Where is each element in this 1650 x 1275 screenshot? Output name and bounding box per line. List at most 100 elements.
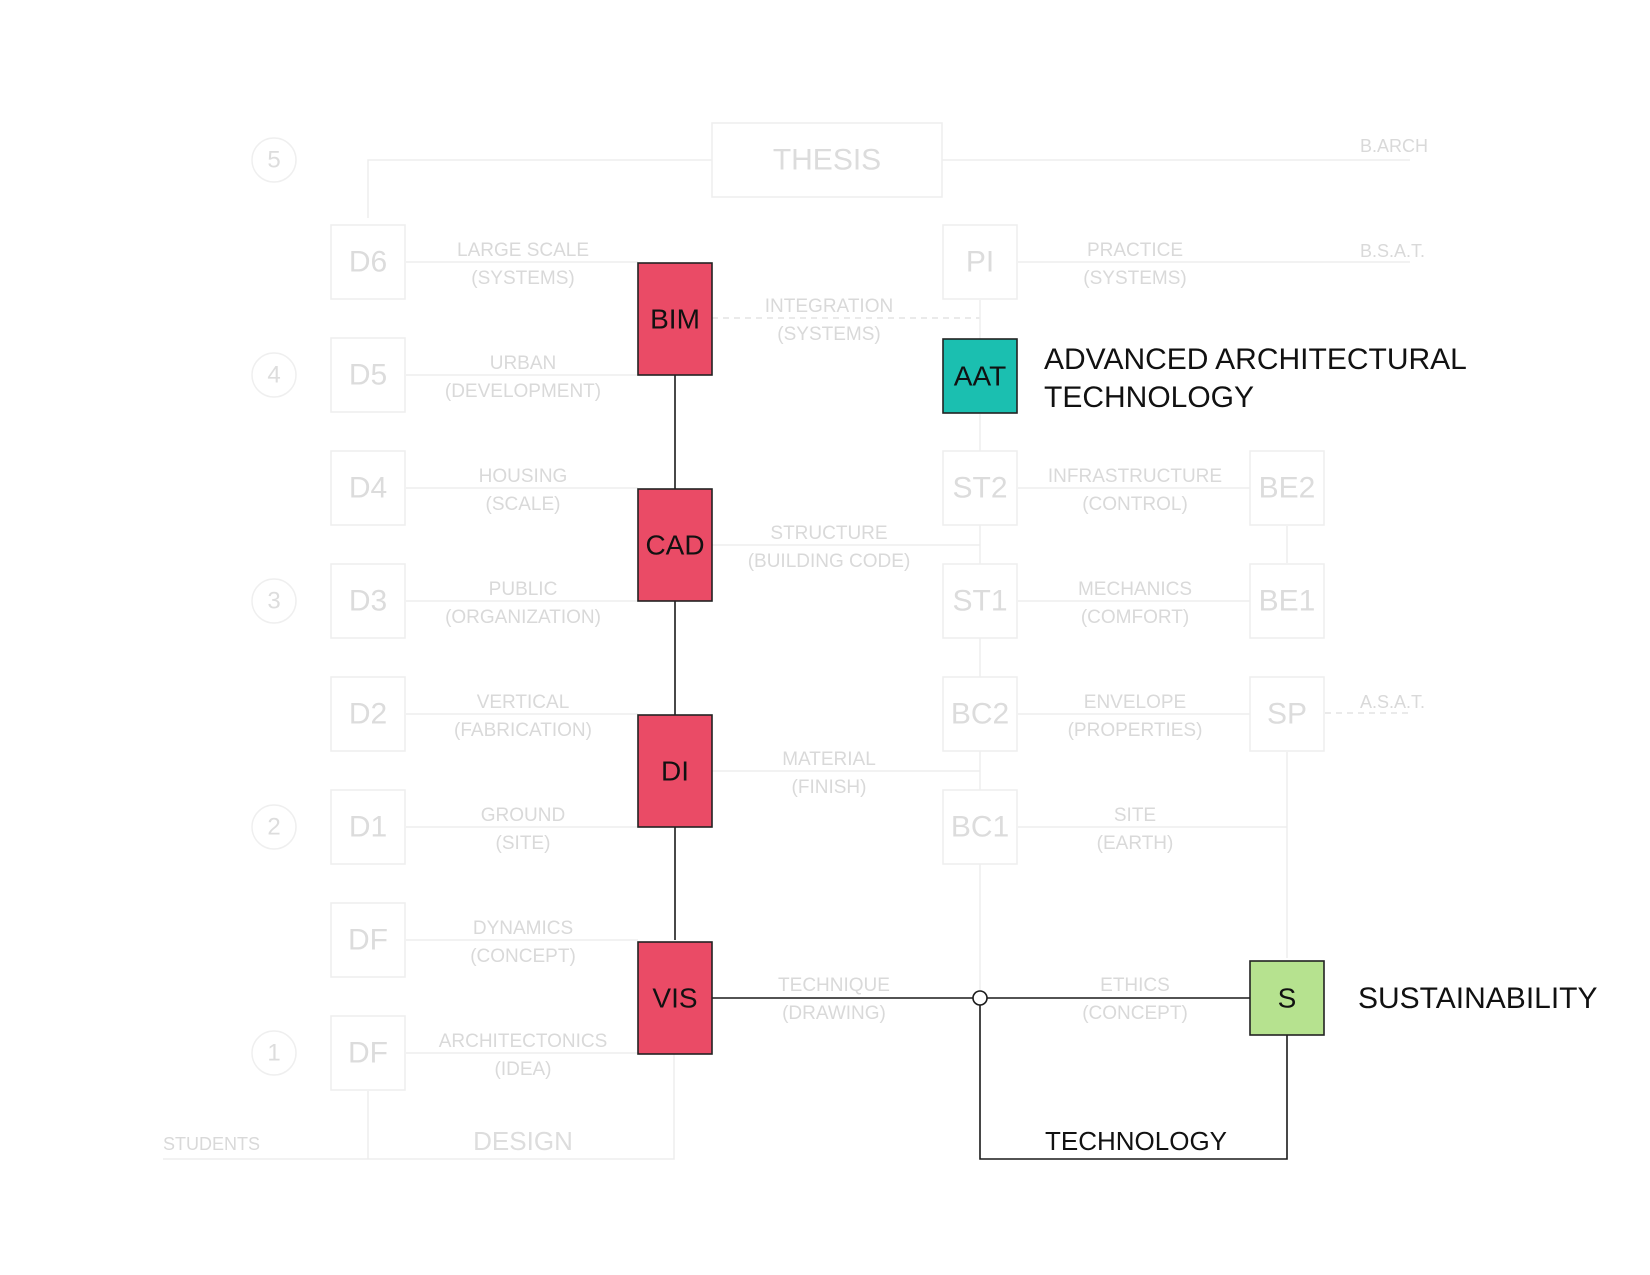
course-topic: TECHNIQUE xyxy=(778,975,890,996)
course-topic: DYNAMICS xyxy=(473,918,573,939)
course-focus: (BUILDING CODE) xyxy=(748,551,911,572)
course-code: SP xyxy=(1267,698,1307,731)
degree-barch: B.ARCH xyxy=(1360,136,1428,156)
year-number: 5 xyxy=(267,147,280,174)
year-number: 3 xyxy=(267,588,280,615)
students-label: STUDENTS xyxy=(163,1134,260,1154)
course-focus: (FINISH) xyxy=(792,777,867,798)
course-code: BE2 xyxy=(1259,472,1316,505)
course-code: D4 xyxy=(349,472,387,505)
ethics-focus: (CONCEPT) xyxy=(1082,1003,1188,1024)
course-topic: ARCHITECTONICS xyxy=(439,1031,608,1052)
design-studio-d4: D4 HOUSING (SCALE) xyxy=(330,450,568,526)
course-focus: (ORGANIZATION) xyxy=(445,607,601,628)
course-code: ST1 xyxy=(952,585,1007,618)
course-pi: PI PRACTICE (SYSTEMS) xyxy=(942,224,1187,300)
degree-asat: A.S.A.T. xyxy=(1360,692,1425,712)
course-code: D5 xyxy=(349,359,387,392)
course-focus: (CONCEPT) xyxy=(470,946,576,967)
course-code: D1 xyxy=(349,811,387,844)
course-di: DI MATERIAL (FINISH) xyxy=(637,714,876,828)
course-focus: (COMFORT) xyxy=(1081,607,1189,628)
design-label: DESIGN xyxy=(473,1126,573,1156)
course-focus: (SYSTEMS) xyxy=(777,324,880,345)
course-focus: (EARTH) xyxy=(1097,833,1174,854)
course-code: PI xyxy=(966,246,994,279)
course-focus: (FABRICATION) xyxy=(454,720,592,741)
thesis-label: THESIS xyxy=(773,144,881,177)
technology-loop xyxy=(979,998,1288,1160)
degree-bsat: B.S.A.T. xyxy=(1360,241,1425,261)
course-code: DI xyxy=(661,756,689,787)
course-topic: INTEGRATION xyxy=(765,296,893,317)
course-topic: STRUCTURE xyxy=(770,523,887,544)
year-number: 4 xyxy=(267,362,280,389)
course-focus: (IDEA) xyxy=(495,1059,552,1080)
course-topic: LARGE SCALE xyxy=(457,240,589,261)
design-studio-df-dynamics: DF DYNAMICS (CONCEPT) xyxy=(330,902,576,978)
sustainability-code: S xyxy=(1278,983,1297,1014)
course-focus: (DRAWING) xyxy=(782,1003,886,1024)
representation-courses: BIM INTEGRATION (SYSTEMS) CAD STRUCTURE … xyxy=(637,262,911,1055)
course-code: VIS xyxy=(652,983,697,1014)
design-studio-d5: D5 URBAN (DEVELOPMENT) xyxy=(330,337,601,413)
background-connectors xyxy=(163,159,1410,1160)
design-studios: D6 LARGE SCALE (SYSTEMS) D5 URBAN (DEVEL… xyxy=(330,224,608,1091)
course-focus: (CONTROL) xyxy=(1082,494,1188,515)
course-code: BC1 xyxy=(951,811,1009,844)
aat-title-line1: ADVANCED ARCHITECTURAL xyxy=(1044,343,1467,376)
design-studio-d3: D3 PUBLIC (ORGANIZATION) xyxy=(330,563,601,639)
course-topic: INFRASTRUCTURE xyxy=(1048,466,1222,487)
course-vis: VIS TECHNIQUE (DRAWING) xyxy=(637,941,890,1055)
design-studio-d2: D2 VERTICAL (FABRICATION) xyxy=(330,676,592,752)
course-topic: ENVELOPE xyxy=(1084,692,1186,713)
course-bim: BIM INTEGRATION (SYSTEMS) xyxy=(637,262,893,376)
course-code: BC2 xyxy=(951,698,1009,731)
year-marker-5: 5 xyxy=(251,137,297,183)
course-code: D2 xyxy=(349,698,387,731)
course-topic: VERTICAL xyxy=(477,692,570,713)
thesis-node: THESIS xyxy=(711,122,943,198)
course-topic: HOUSING xyxy=(479,466,568,487)
year-markers: 5 4 3 2 1 xyxy=(251,137,297,1076)
course-focus: (SYSTEMS) xyxy=(1083,268,1186,289)
design-studio-d6: D6 LARGE SCALE (SYSTEMS) xyxy=(330,224,589,300)
course-st2: ST2 INFRASTRUCTURE (CONTROL) xyxy=(942,450,1222,526)
aat-title-line2: TECHNOLOGY xyxy=(1044,381,1254,414)
course-code: D3 xyxy=(349,585,387,618)
course-code: D6 xyxy=(349,246,387,279)
course-cad: CAD STRUCTURE (BUILDING CODE) xyxy=(637,488,911,602)
course-topic: GROUND xyxy=(481,805,565,826)
course-code: BE1 xyxy=(1259,585,1316,618)
course-be1: BE1 xyxy=(1249,563,1325,639)
course-topic: PUBLIC xyxy=(489,579,558,600)
aat-node: AAT ADVANCED ARCHITECTURAL TECHNOLOGY xyxy=(942,338,1467,414)
course-focus: (DEVELOPMENT) xyxy=(445,381,601,402)
year-number: 2 xyxy=(267,814,280,841)
ethics-topic: ETHICS xyxy=(1100,975,1170,996)
course-focus: (SYSTEMS) xyxy=(471,268,574,289)
junction-node xyxy=(972,990,988,1006)
course-topic: URBAN xyxy=(490,353,557,374)
course-code: DF xyxy=(348,1037,388,1070)
course-sp: SP xyxy=(1249,676,1325,752)
aat-code: AAT xyxy=(954,361,1006,392)
technology-courses: PI PRACTICE (SYSTEMS) ST2 INFRASTRUCTURE… xyxy=(942,224,1222,865)
year-number: 1 xyxy=(267,1040,280,1067)
course-code: CAD xyxy=(645,530,704,561)
course-bc1: BC1 SITE (EARTH) xyxy=(942,789,1174,865)
course-topic: PRACTICE xyxy=(1087,240,1183,261)
design-studio-d1: D1 GROUND (SITE) xyxy=(330,789,565,865)
course-topic: MATERIAL xyxy=(782,749,876,770)
course-topic: SITE xyxy=(1114,805,1156,826)
course-bc2: BC2 ENVELOPE (PROPERTIES) xyxy=(942,676,1202,752)
environment-courses: BE2 BE1 SP xyxy=(1249,450,1325,752)
course-st1: ST1 MECHANICS (COMFORT) xyxy=(942,563,1192,639)
sustainability-title: SUSTAINABILITY xyxy=(1358,982,1598,1015)
course-focus: (SITE) xyxy=(496,833,551,854)
course-be2: BE2 xyxy=(1249,450,1325,526)
year-marker-2: 2 xyxy=(251,804,297,850)
course-code: BIM xyxy=(650,304,700,335)
year-marker-4: 4 xyxy=(251,352,297,398)
